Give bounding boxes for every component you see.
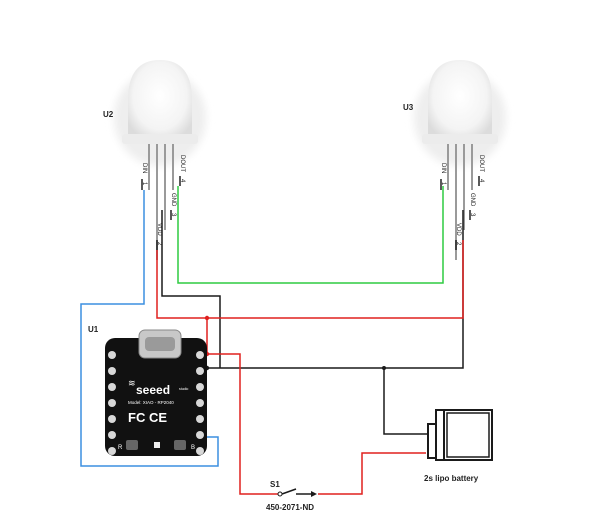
wire-gnd-battery bbox=[383, 368, 430, 435]
wire-data bbox=[80, 190, 219, 467]
seeed-logo: seeed bbox=[136, 383, 170, 397]
s1-ref-label: S1 bbox=[270, 480, 280, 489]
u2-pin-dout: DOUT bbox=[179, 155, 185, 172]
u2-pin-din-num: 1 bbox=[141, 182, 147, 186]
switch-s1 bbox=[277, 488, 317, 497]
u3-pin-gnd: GND bbox=[469, 193, 475, 207]
u3-ref-label: U3 bbox=[403, 103, 414, 112]
wire-gnd bbox=[207, 210, 464, 369]
u2-pin-gnd-num: 3 bbox=[170, 213, 176, 217]
wire-gnd-u2 bbox=[161, 210, 221, 368]
seeed-wave-icon: ≋ bbox=[128, 378, 136, 388]
u1-button-b-label: B bbox=[191, 445, 195, 451]
wire-power-battery bbox=[318, 452, 426, 495]
xiao-rp2040-board bbox=[105, 329, 207, 456]
u1-button-r-label: R bbox=[118, 445, 123, 451]
u3-pin-dout: DOUT bbox=[478, 155, 484, 172]
u2-pin-gnd: GND bbox=[170, 193, 176, 207]
led-u2 bbox=[114, 60, 206, 260]
wire-power-u2 bbox=[156, 240, 464, 319]
u3-pin-vdd-num: 2 bbox=[455, 242, 461, 246]
u2-pin-dout-num: 4 bbox=[179, 179, 185, 183]
wire-power-switch bbox=[207, 353, 278, 495]
u3-pin-din-num: 1 bbox=[440, 182, 446, 186]
u3-pin-gnd-num: 3 bbox=[469, 213, 475, 217]
u3-pin-din: DIN bbox=[440, 163, 446, 173]
seeed-logo-suffix: studio bbox=[179, 387, 188, 391]
led-u3 bbox=[414, 60, 506, 260]
u2-pin-din: DIN bbox=[141, 163, 147, 173]
battery-pack bbox=[427, 409, 493, 461]
wire-led-chain bbox=[177, 186, 444, 284]
fcc-ce-mark: FC CE bbox=[128, 410, 167, 425]
s1-part-label: 450-2071-ND bbox=[266, 503, 314, 512]
u3-pin-dout-num: 4 bbox=[478, 179, 484, 183]
u1-model-label: Model: XIAO - RP2040 bbox=[128, 400, 174, 405]
battery-label: 2s lipo battery bbox=[424, 474, 479, 483]
u1-ref-label: U1 bbox=[88, 325, 99, 334]
u2-pin-vdd-num: 2 bbox=[156, 242, 162, 246]
u2-ref-label: U2 bbox=[103, 110, 114, 119]
u2-pin-vdd: VDD bbox=[156, 223, 162, 236]
u3-pin-vdd: VDD bbox=[455, 223, 461, 236]
